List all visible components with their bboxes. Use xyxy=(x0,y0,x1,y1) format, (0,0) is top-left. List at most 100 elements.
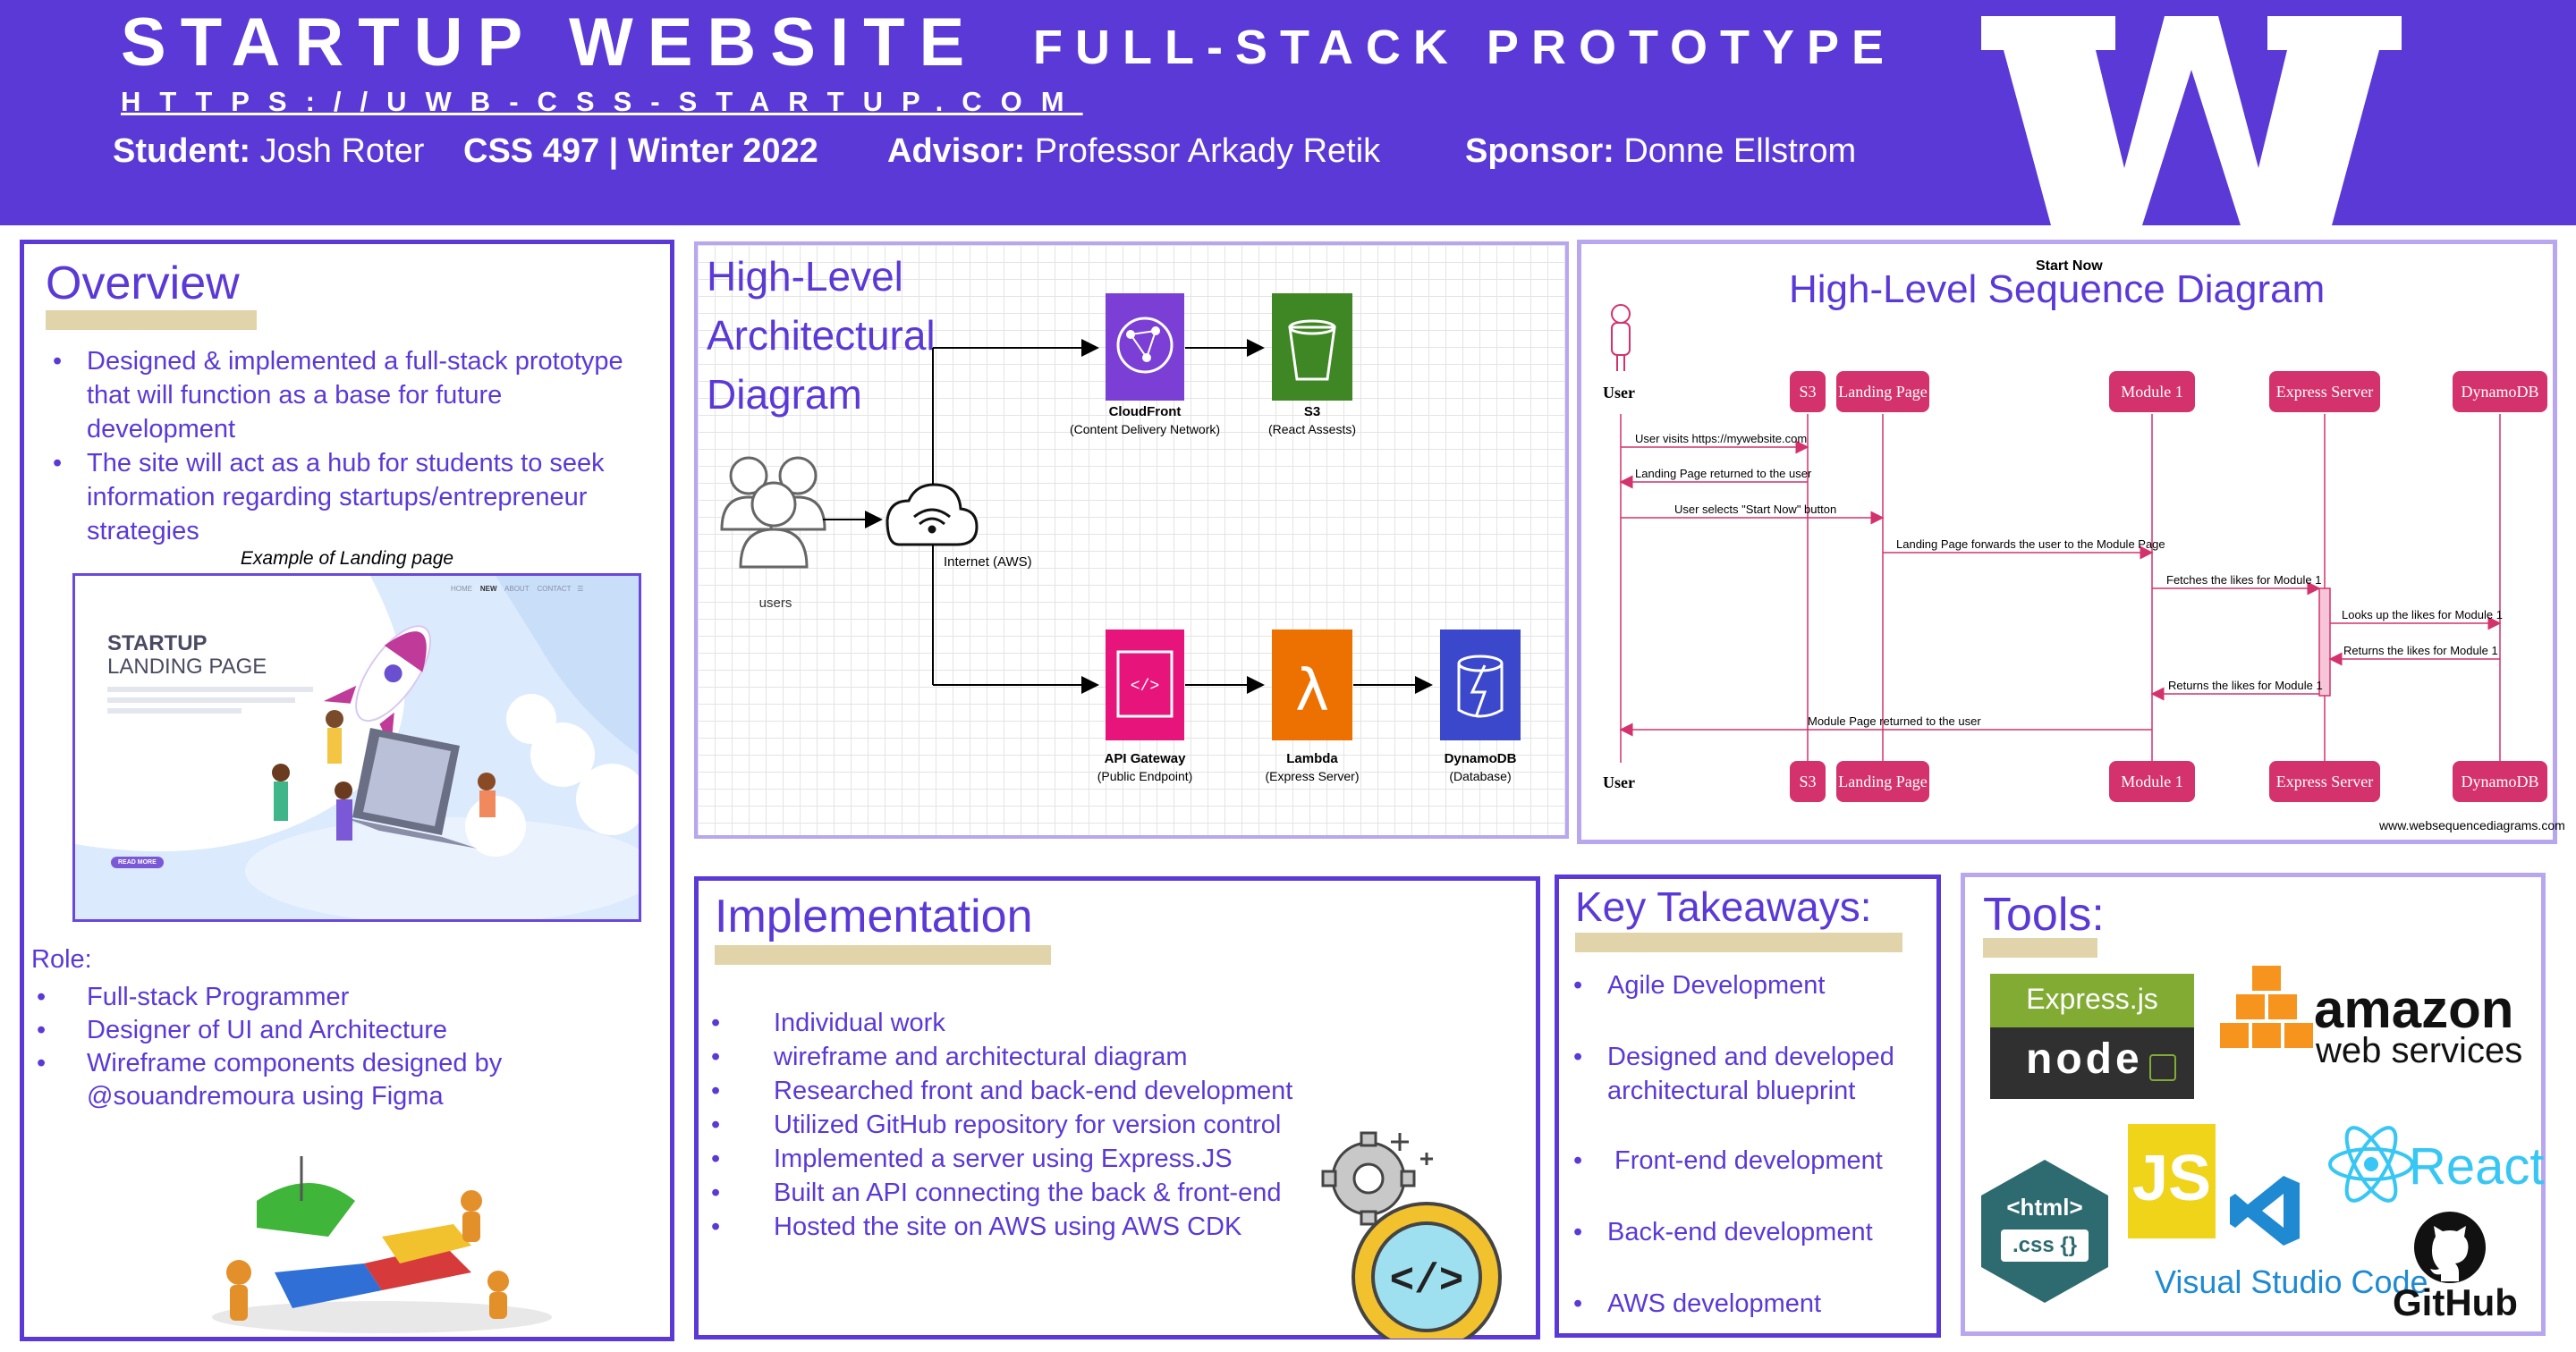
role-list: Full-stack Programmer Designer of UI and… xyxy=(30,981,602,1113)
landing-illustration xyxy=(75,576,639,919)
implementation-title: Implementation xyxy=(715,891,1033,942)
aws-label-2: web services xyxy=(2316,1031,2523,1070)
participant-module-1-bottom: Module 1 xyxy=(2109,761,2195,802)
overview-title-underline xyxy=(46,310,257,330)
course-info: CSS 497 | Winter 2022 xyxy=(463,132,818,170)
landing-heading-2: LANDING PAGE xyxy=(107,655,267,679)
code-gear-icon: </> xyxy=(1321,1131,1502,1339)
student-name: Josh Roter xyxy=(259,132,425,170)
architecture-title: High-Level Architectural Diagram xyxy=(707,247,936,424)
express-node-logo: Express.js node xyxy=(1990,974,2194,1099)
dynamodb-label: DynamoDB xyxy=(1444,751,1517,766)
takeaway-item: Back-end development xyxy=(1566,1215,1924,1249)
sequence-panel: Start Now High-Level Sequence Diagram xyxy=(1577,240,2565,844)
poster-subtitle: FULL-STACK PROTOTYPE xyxy=(1033,21,1896,74)
sponsor-name: Donne Ellstrom xyxy=(1623,132,1857,170)
js-label: JS xyxy=(2131,1143,2212,1214)
key-takeaways-underline xyxy=(1575,933,1902,952)
participant-user: User xyxy=(1603,384,1635,401)
landing-nav: HOME NEW ABOUT CONTACT ☰ xyxy=(451,585,583,593)
start-now-label: Start Now xyxy=(2036,258,2103,274)
implementation-title-underline xyxy=(715,945,1051,965)
tools-panel: Tools: Express.js node amazon web servic… xyxy=(1961,873,2546,1336)
participant-user-bottom: User xyxy=(1603,773,1635,791)
overview-bullet: The site will act as a hub for students … xyxy=(46,446,654,548)
landing-text-placeholder xyxy=(107,708,242,714)
participant-module-1: Module 1 xyxy=(2109,371,2195,412)
html-label: <html> xyxy=(2006,1194,2083,1221)
landing-nav-about[interactable]: ABOUT xyxy=(504,585,530,593)
tools-title: Tools: xyxy=(1983,889,2105,941)
dynamodb-sub: (Database) xyxy=(1449,769,1512,783)
sequence-diagram xyxy=(1611,304,2502,763)
key-takeaways-panel: Key Takeaways: Agile Development Designe… xyxy=(1555,875,1941,1338)
lambda-sub: (Express Server) xyxy=(1265,769,1360,783)
sequence-credit[interactable]: www.websequencediagrams.com xyxy=(2379,818,2565,832)
implementation-item: Hosted the site on AWS using AWS CDK xyxy=(704,1210,1384,1244)
role-item: Full-stack Programmer xyxy=(30,981,602,1014)
s3-bucket-icon xyxy=(1272,293,1352,401)
participant-s3: S3 xyxy=(1790,371,1826,412)
takeaway-item: Agile Development xyxy=(1566,968,1924,1002)
vscode-label: Visual Studio Code xyxy=(2155,1263,2428,1300)
user-actor-icon xyxy=(1611,304,1631,371)
participant-express-server: Express Server xyxy=(2269,371,2380,412)
vscode-icon xyxy=(2230,1176,2300,1246)
participant-landing-page: Landing Page xyxy=(1836,371,1929,412)
participant-s3-bottom: S3 xyxy=(1790,761,1826,802)
react-label: React xyxy=(2409,1137,2545,1196)
architecture-diagram: </> λ xyxy=(720,293,1521,740)
sponsor-info: Sponsor: Donne Ellstrom xyxy=(1465,132,1856,171)
javascript-logo: JS xyxy=(2128,1124,2216,1238)
landing-heading-1: STARTUP xyxy=(107,631,208,655)
role-item: Designer of UI and Architecture xyxy=(30,1014,602,1047)
implementation-item: Implemented a server using Express.JS xyxy=(704,1142,1384,1176)
svg-text:λ: λ xyxy=(1295,658,1329,724)
landing-nav-home[interactable]: HOME xyxy=(451,585,472,593)
node-label: node xyxy=(2026,1035,2143,1083)
internet-cloud-icon xyxy=(886,483,979,546)
uw-logo-icon xyxy=(1981,16,2402,225)
participant-dynamodb-bottom: DynamoDB xyxy=(2453,761,2547,802)
landing-text-placeholder xyxy=(107,697,295,703)
aws-cubes-icon xyxy=(2218,964,2315,1050)
sequence-message: Landing Page forwards the user to the Mo… xyxy=(1896,537,2165,551)
overview-panel: Overview Designed & implemented a full-s… xyxy=(20,240,674,1341)
express-label: Express.js xyxy=(2026,983,2158,1015)
users-icon xyxy=(720,456,826,569)
key-takeaways-list: Agile Development Designed and developed… xyxy=(1566,968,1924,1321)
sequence-message: Landing Page returned to the user xyxy=(1635,467,1812,480)
github-octocat-icon xyxy=(2414,1212,2486,1283)
overview-bullets: Designed & implemented a full-stack prot… xyxy=(46,344,654,548)
overview-title: Overview xyxy=(46,258,240,309)
users-label: users xyxy=(758,596,792,611)
advisor-label: Advisor: xyxy=(887,132,1026,170)
node-badge xyxy=(1990,1027,2194,1099)
css-label: .css {} xyxy=(2001,1229,2089,1262)
sequence-message: Module Page returned to the user xyxy=(1808,714,1981,728)
svg-text:</>: </> xyxy=(1131,678,1159,696)
landing-nav-contact[interactable]: CONTACT xyxy=(537,585,572,593)
sequence-message: Fetches the likes for Module 1 xyxy=(2166,573,2322,587)
api-gateway-label: API Gateway xyxy=(1104,751,1186,766)
landing-read-more-button[interactable]: READ MORE xyxy=(111,857,164,868)
sequence-message: User visits https://mywebsite.com xyxy=(1635,432,1808,445)
participant-express-server-bottom: Express Server xyxy=(2269,761,2380,802)
role-title: Role: xyxy=(31,945,92,974)
takeaway-item: AWS development xyxy=(1566,1287,1924,1321)
role-item: Wireframe components designed by @souand… xyxy=(30,1047,602,1113)
aws-label-1: amazon xyxy=(2314,979,2514,1039)
overview-bullet: Designed & implemented a full-stack prot… xyxy=(46,344,654,446)
takeaway-item: Front-end development xyxy=(1566,1144,1924,1178)
implementation-item: Utilized GitHub repository for version c… xyxy=(704,1108,1384,1142)
lambda-icon: λ xyxy=(1272,630,1352,740)
sequence-message: Returns the likes for Module 1 xyxy=(2168,679,2323,692)
implementation-item: Built an API connecting the back & front… xyxy=(704,1176,1384,1210)
landing-nav-new[interactable]: NEW xyxy=(479,585,497,593)
poster-title: STARTUP WEBSITE xyxy=(121,4,979,80)
advisor-info: Advisor: Professor Arkady Retik xyxy=(887,132,1380,171)
tools-title-underline xyxy=(1983,938,2097,958)
menu-icon[interactable]: ☰ xyxy=(577,585,584,593)
site-url-link[interactable]: HTTPS://UWB-CSS-STARTUP.COM xyxy=(121,86,1083,117)
implementation-item: wireframe and architectural diagram xyxy=(704,1040,1384,1074)
